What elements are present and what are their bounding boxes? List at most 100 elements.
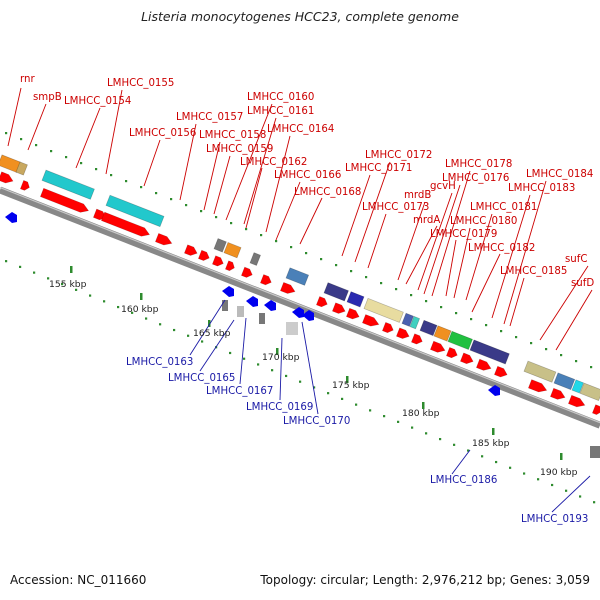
cds-forward-shape	[459, 352, 474, 365]
tick-dot	[530, 342, 533, 345]
gene-label-lmhcc-0193[interactable]: LMHCC_0193	[521, 514, 588, 525]
gene-label-lmhcc-0183[interactable]: LMHCC_0183	[508, 183, 575, 194]
tick-dot	[117, 305, 120, 309]
leader-line	[367, 213, 387, 269]
gene-label-lmhcc-0165[interactable]: LMHCC_0165	[168, 373, 235, 384]
accession-text: Accession: NC_011660	[10, 573, 147, 587]
cds-forward	[429, 340, 446, 353]
feature-block-navy-box	[323, 282, 349, 302]
cds-forward	[361, 314, 380, 327]
scale-label: 170 kbp	[262, 352, 300, 363]
gene-label-lmhcc-0182[interactable]: LMHCC_0182	[468, 243, 535, 254]
gene-label-lmhcc-0178[interactable]: LMHCC_0178	[445, 159, 512, 170]
cds-forward-shape	[361, 314, 380, 327]
tick-dot	[397, 420, 400, 423]
feature-block-tan-box	[15, 161, 28, 176]
feature-block-orange-box	[433, 325, 452, 342]
tick-dot	[551, 483, 554, 487]
gene-label-lmhcc-0155[interactable]: LMHCC_0155	[107, 78, 174, 89]
gene-label-lmhcc-0161[interactable]: LMHCC_0161	[247, 106, 314, 117]
feature-block-cyan	[105, 194, 165, 228]
gene-label-rnr[interactable]: rnr	[20, 74, 35, 85]
gene-label-lmhcc-0180[interactable]: LMHCC_0180	[450, 216, 517, 227]
gene-label-sufd[interactable]: sufD	[571, 278, 594, 289]
gene-label-lmhcc-0163[interactable]: LMHCC_0163	[126, 357, 193, 368]
leader-line	[555, 289, 593, 351]
gene-label-lmhcc-0170[interactable]: LMHCC_0170	[283, 416, 350, 427]
gene-label-lmhcc-0173[interactable]: LMHCC_0173	[362, 202, 429, 213]
cds-forward-shape	[39, 187, 90, 213]
gene-label-lmhcc-0168[interactable]: LMHCC_0168	[294, 187, 361, 198]
feature-block-orange	[223, 242, 242, 259]
gene-label-lmhcc-0159[interactable]: LMHCC_0159	[206, 144, 273, 155]
cds-forward	[345, 307, 360, 320]
tick-dot	[61, 283, 64, 286]
gene-label-lmhcc-0171[interactable]: LMHCC_0171	[345, 163, 412, 174]
leader-line	[27, 103, 47, 151]
gene-label-lmhcc-0179[interactable]: LMHCC_0179	[430, 229, 497, 240]
gene-label-lmhcc-0184[interactable]: LMHCC_0184	[526, 169, 593, 180]
gene-label-mrda[interactable]: mrdA	[413, 215, 440, 226]
feature-block-cyan-box	[105, 194, 165, 228]
gene-label-lmhcc-0162[interactable]: LMHCC_0162	[240, 157, 307, 168]
major-tick	[560, 453, 563, 460]
leader-line	[7, 87, 22, 147]
feature-block-khaki	[523, 360, 557, 383]
feature-block-orange-box	[223, 242, 242, 259]
tick-dot	[425, 432, 428, 435]
tick-dot	[575, 360, 578, 363]
tick-dot	[313, 386, 316, 389]
gene-label-lmhcc-0156[interactable]: LMHCC_0156	[129, 128, 196, 139]
cds-forward-shape	[183, 244, 198, 256]
tick-dot	[485, 324, 488, 327]
gene-label-gcvh[interactable]: gcvH	[430, 181, 456, 192]
gene-label-lmhcc-0169[interactable]: LMHCC_0169	[246, 402, 313, 413]
tick-dot	[260, 234, 263, 237]
cds-forward	[19, 180, 30, 191]
cds-forward	[331, 302, 346, 314]
gene-label-sufc[interactable]: sufC	[565, 254, 587, 265]
gene-label-lmhcc-0164[interactable]: LMHCC_0164	[267, 124, 334, 135]
cds-forward	[154, 232, 173, 246]
leader-line	[105, 89, 123, 175]
gene-label-lmhcc-0181[interactable]: LMHCC_0181	[470, 202, 537, 213]
gene-label-lmhcc-0167[interactable]: LMHCC_0167	[206, 386, 273, 397]
tick-dot	[5, 132, 8, 135]
tick-dot	[187, 334, 190, 337]
gene-label-lmhcc-0154[interactable]: LMHCC_0154	[64, 96, 131, 107]
gene-label-mrdb[interactable]: mrdB	[404, 190, 431, 201]
feature-block-grey	[249, 252, 261, 266]
feature-block-blue-box	[346, 291, 365, 308]
leader-line	[539, 265, 589, 341]
cds-forward	[240, 266, 253, 278]
gene-label-smpb[interactable]: smpB	[33, 92, 62, 103]
leader-line	[179, 123, 197, 201]
leader-line	[354, 161, 391, 263]
tick-dot	[125, 180, 128, 183]
tick-dot	[467, 449, 470, 452]
gene-label-lmhcc-0172[interactable]: LMHCC_0172	[365, 150, 432, 161]
cds-forward-shape	[224, 260, 235, 272]
tick-dot	[50, 150, 53, 153]
gene-label-lmhcc-0186[interactable]: LMHCC_0186	[430, 475, 497, 486]
feature-block-khaki	[579, 382, 600, 402]
feature-block-khaki-box	[363, 297, 404, 323]
major-tick	[140, 293, 143, 300]
scale-label: 165 kbp	[193, 328, 231, 339]
feature-block-cyan-box	[41, 169, 95, 200]
gene-label-lmhcc-0157[interactable]: LMHCC_0157	[176, 112, 243, 123]
major-tick	[422, 402, 425, 409]
tick-dot	[173, 328, 176, 332]
gene-label-lmhcc-0176[interactable]: LMHCC_0176	[442, 173, 509, 184]
gene-label-lmhcc-0158[interactable]: LMHCC_0158	[199, 130, 266, 141]
scale-label: 155 kbp	[49, 279, 87, 290]
gene-label-lmhcc-0166[interactable]: LMHCC_0166	[274, 170, 341, 181]
gene-label-lmhcc-0160[interactable]: LMHCC_0160	[247, 92, 314, 103]
scale-label: 175 kbp	[332, 380, 370, 391]
gene-label-lmhcc-0185[interactable]: LMHCC_0185	[500, 266, 567, 277]
feature-block-khaki-box	[579, 382, 600, 402]
leader-line	[213, 155, 231, 215]
leader-line	[265, 135, 291, 233]
cds-forward-shape	[315, 296, 328, 308]
